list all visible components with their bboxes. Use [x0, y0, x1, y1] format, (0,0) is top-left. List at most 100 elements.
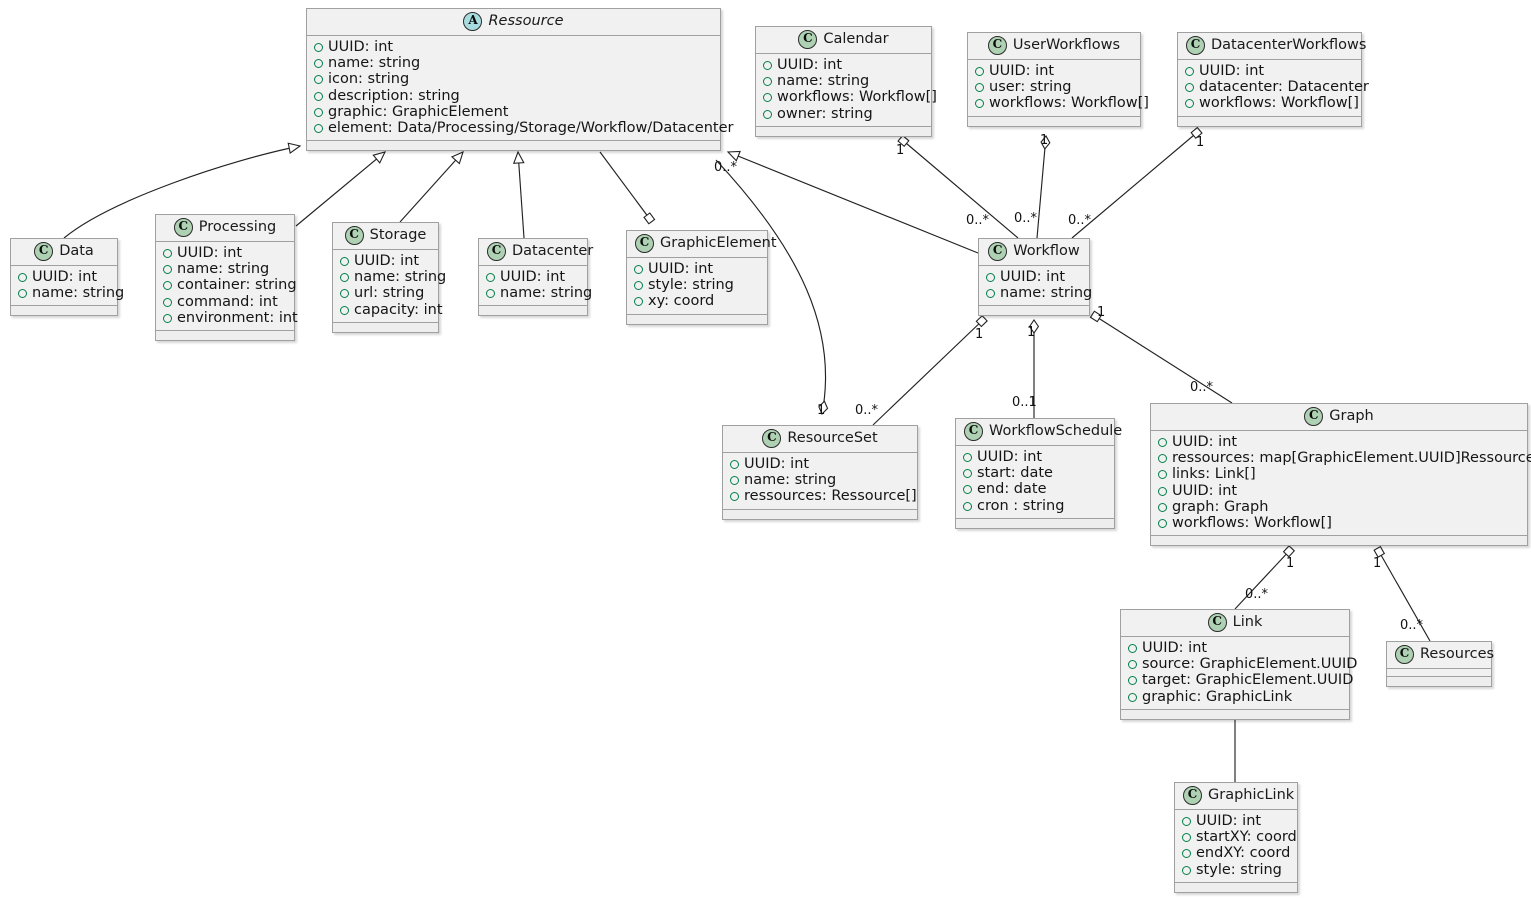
visibility-public-icon: [1128, 644, 1137, 653]
attribute-row: graph: Graph: [1158, 499, 1519, 515]
attribute-row: UUID: int: [763, 57, 923, 73]
attribute-row: UUID: int: [18, 269, 109, 285]
visibility-public-icon: [486, 273, 495, 282]
attribute-label: source: GraphicElement.UUID: [1142, 656, 1358, 673]
attribute-row: command: int: [163, 294, 286, 310]
class-title-datacenter: Datacenter: [512, 243, 594, 259]
attribute-label: UUID: int: [328, 39, 394, 55]
visibility-public-icon: [1158, 519, 1167, 529]
visibility-public-icon: [1185, 83, 1194, 93]
multiplicity-label: 1: [896, 143, 905, 158]
attribute-row: UUID: int: [486, 269, 579, 285]
visibility-public-icon: [340, 305, 349, 315]
attribute-label: UUID: int: [1172, 434, 1238, 450]
visibility-public-icon: [1158, 470, 1167, 480]
visibility-public-icon: [1182, 865, 1191, 875]
attribute-label: environment: int: [177, 309, 298, 326]
multiplicity-label: 1: [1196, 135, 1205, 150]
visibility-public-icon: [730, 476, 739, 486]
attribute-row: UUID: int: [986, 269, 1081, 285]
attribute-label: owner: string: [777, 105, 873, 122]
attribute-label: graph: Graph: [1172, 498, 1269, 515]
class-methods-graph: [1151, 536, 1527, 546]
class-title-datacenterworkflows: DatacenterWorkflows: [1211, 37, 1367, 53]
multiplicity-label: 0..*: [855, 403, 879, 418]
attribute-label: style: string: [648, 277, 734, 294]
class-methods-storage: [333, 322, 438, 332]
class-icon: C: [173, 218, 193, 237]
attribute-row: name: string: [763, 73, 923, 89]
visibility-public-icon: [18, 289, 27, 299]
attribute-label: links: Link[]: [1172, 466, 1256, 483]
visibility-public-icon: [163, 249, 172, 258]
visibility-public-icon: [163, 265, 172, 275]
visibility-public-icon: [1128, 692, 1137, 702]
class-title-workflow: Workflow: [1013, 243, 1080, 259]
visibility-public-icon: [1128, 676, 1137, 686]
attribute-label: xy: coord: [648, 293, 715, 310]
attribute-label: style: string: [1196, 861, 1282, 878]
visibility-public-icon: [763, 109, 772, 119]
attribute-row: links: Link[]: [1158, 466, 1519, 482]
attribute-row: UUID: int: [730, 456, 909, 472]
attribute-label: workflows: Workflow[]: [1172, 515, 1332, 532]
class-methods-resources: [1387, 677, 1491, 686]
attribute-row: UUID: int: [634, 261, 759, 277]
visibility-public-icon: [975, 83, 984, 93]
attribute-label: graphic: GraphicElement: [328, 103, 509, 120]
class-title-graph: Graph: [1329, 408, 1374, 424]
attribute-label: UUID: int: [977, 449, 1043, 465]
attribute-label: UUID: int: [32, 269, 98, 285]
class-title-link: Link: [1232, 614, 1263, 630]
visibility-public-icon: [1182, 849, 1191, 859]
visibility-public-icon: [314, 59, 323, 69]
class-icon: C: [1186, 36, 1205, 55]
visibility-public-icon: [340, 273, 349, 283]
attribute-label: workflows: Workflow[]: [1199, 95, 1359, 112]
edge-calendar-to-workflow: [897, 134, 1019, 239]
attribute-row: owner: string: [763, 106, 923, 122]
visibility-public-icon: [486, 289, 495, 299]
class-icon: C: [344, 226, 364, 245]
attribute-label: url: string: [354, 285, 425, 302]
attribute-label: name: string: [328, 55, 421, 72]
multiplicity-label: 0..*: [1245, 587, 1269, 602]
multiplicity-label: 0..*: [1400, 618, 1424, 633]
visibility-public-icon: [314, 124, 323, 134]
attribute-label: UUID: int: [744, 456, 810, 472]
attribute-label: name: string: [32, 285, 125, 302]
attribute-label: UUID: int: [1000, 269, 1066, 285]
attribute-label: workflows: Workflow[]: [989, 95, 1149, 112]
attribute-row: target: GraphicElement.UUID: [1128, 672, 1353, 688]
visibility-public-icon: [763, 93, 772, 103]
class-icon: C: [34, 242, 54, 261]
visibility-public-icon: [314, 75, 323, 85]
attribute-label: end: date: [977, 481, 1047, 498]
attribute-row: graphic: GraphicElement: [314, 104, 712, 120]
class-methods-datacenter: [479, 306, 587, 316]
